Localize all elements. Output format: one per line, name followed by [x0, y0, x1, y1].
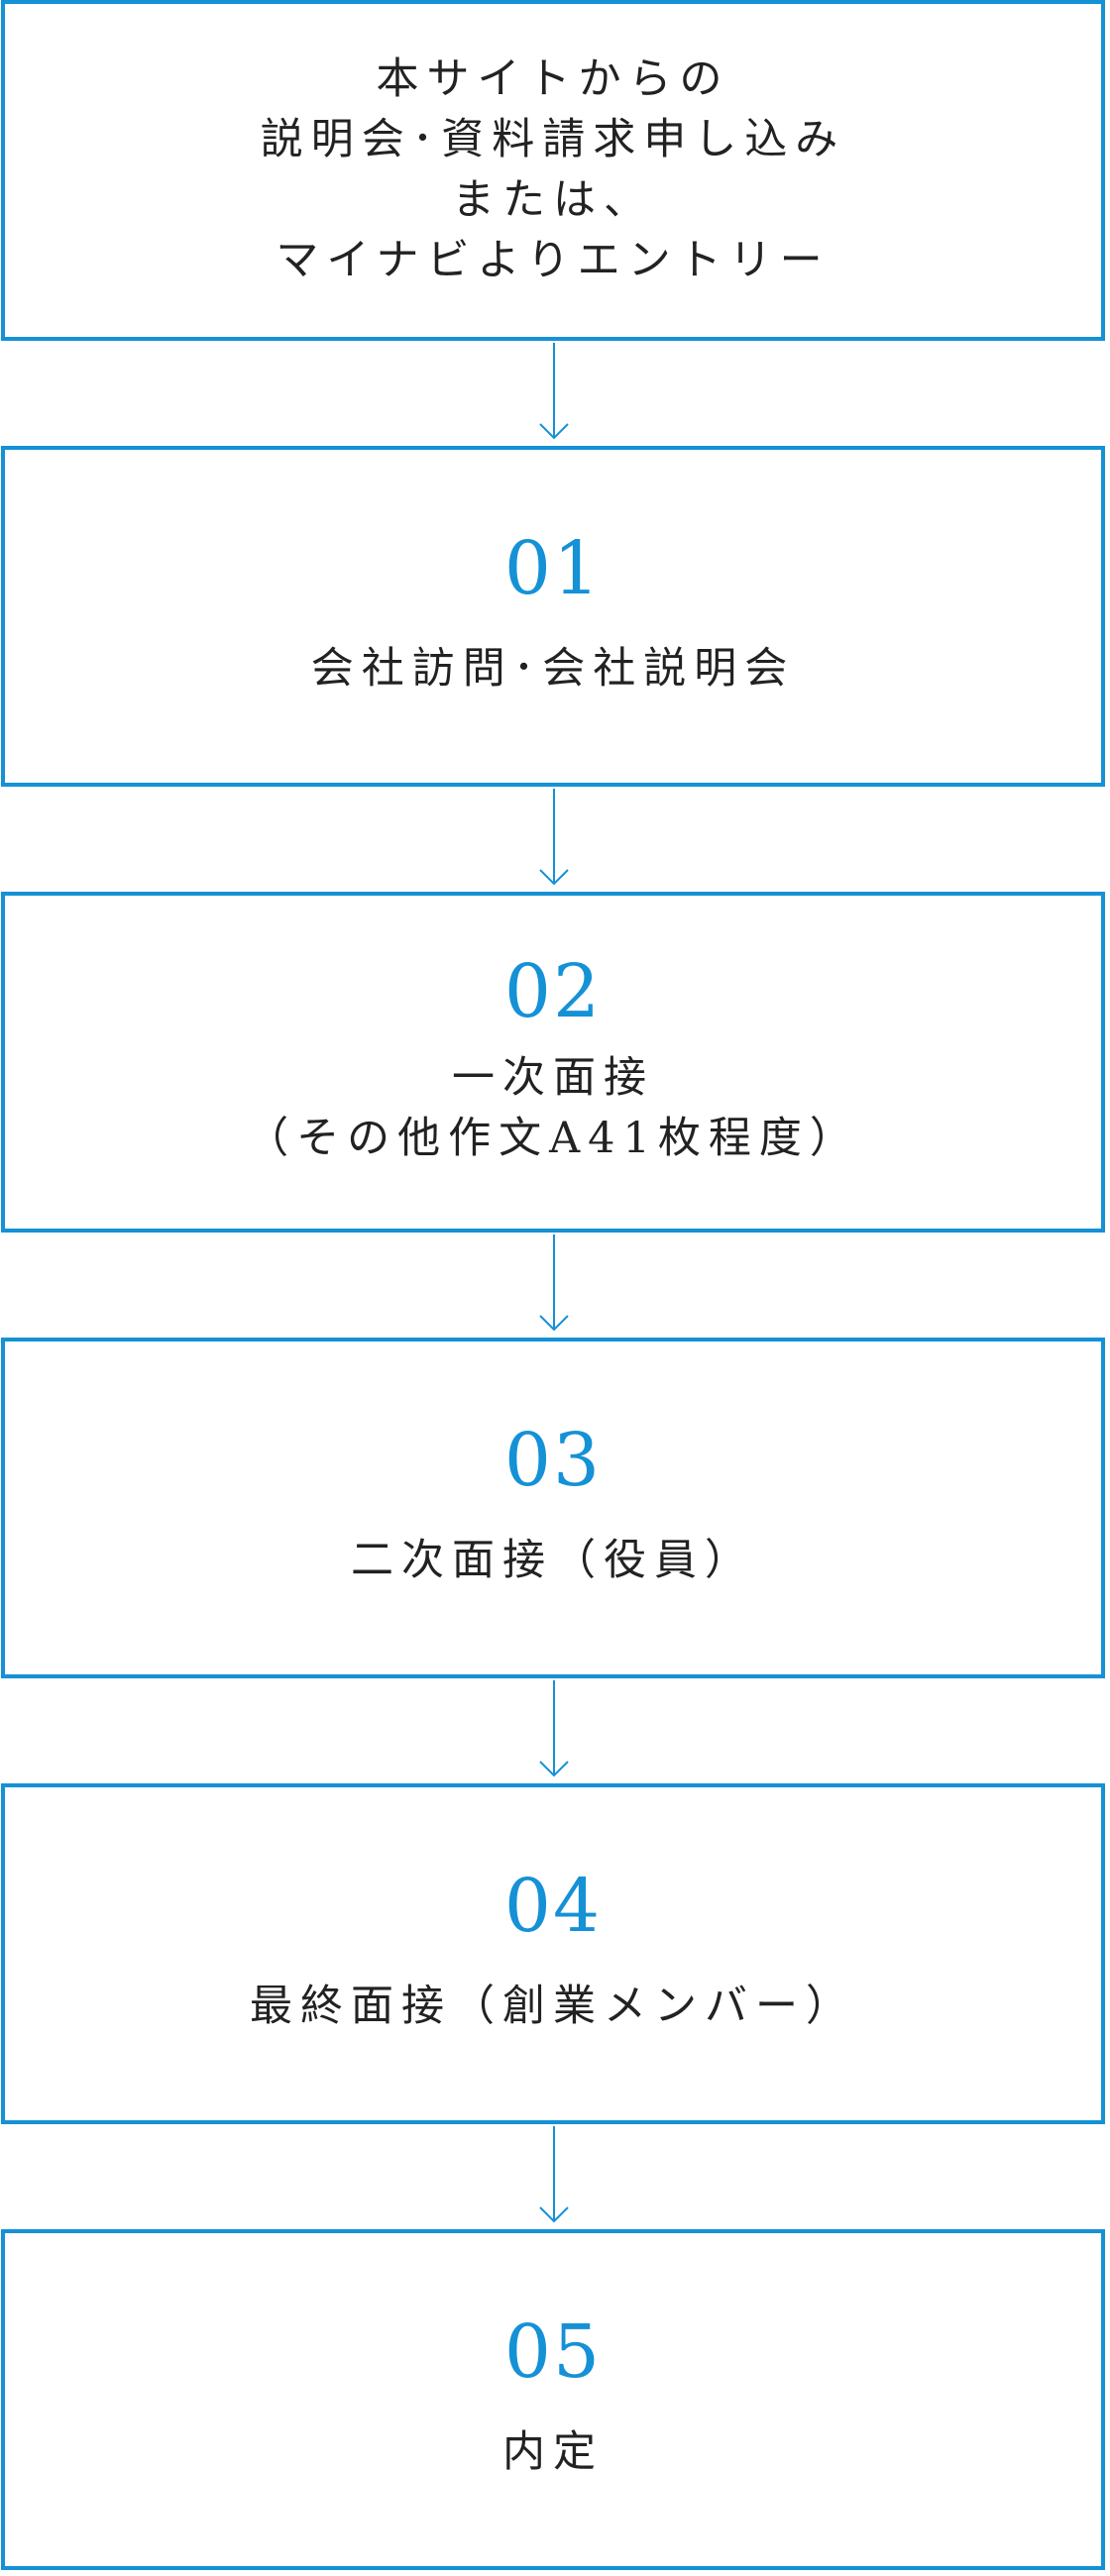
step-number: 02 [503, 948, 603, 1034]
arrow-down-icon [538, 1680, 570, 1783]
entry-line: または、 [452, 175, 654, 225]
step-label: 会社訪問･会社説明会 [311, 639, 796, 699]
arrow-down-icon [538, 789, 570, 892]
step-03: 03 二次面接（役員） [1, 1338, 1105, 1678]
entry-step-text: 本サイトからの 説明会･資料請求申し込み または、 マイナビよりエントリー [261, 50, 846, 291]
step-number: 04 [503, 1864, 603, 1950]
arrow-down-icon [538, 1234, 570, 1338]
step-label-line: 内定 [502, 2427, 604, 2478]
arrow-down-icon [538, 2126, 570, 2229]
step-label: 一次面接 （その他作文A41枚程度） [246, 1048, 860, 1169]
step-number: 05 [503, 2309, 603, 2396]
entry-line: 説明会･資料請求申し込み [260, 114, 846, 164]
step-label: 最終面接（創業メンバー） [250, 1977, 856, 2037]
step-label-line: 一次面接 [452, 1052, 654, 1103]
step-label-line: 会社訪問･会社説明会 [310, 644, 796, 695]
step-label-line: 二次面接（役員） [351, 1536, 755, 1586]
step-label: 二次面接（役員） [351, 1531, 755, 1591]
step-02: 02 一次面接 （その他作文A41枚程度） [1, 892, 1105, 1233]
step-label-line: 最終面接（創業メンバー） [250, 1982, 856, 2032]
arrow-down-icon [538, 343, 570, 446]
step-04: 04 最終面接（創業メンバー） [1, 1783, 1105, 2124]
step-01: 01 会社訪問･会社説明会 [1, 446, 1105, 787]
step-05: 05 内定 [1, 2229, 1105, 2570]
entry-step: 本サイトからの 説明会･資料請求申し込み または、 マイナビよりエントリー [1, 0, 1105, 341]
step-number: 03 [503, 1418, 603, 1504]
entry-line: 本サイトからの [376, 54, 730, 104]
entry-line: マイナビよりエントリー [276, 236, 831, 286]
step-label: 内定 [502, 2422, 604, 2483]
step-label-line: （その他作文A41枚程度） [246, 1114, 860, 1163]
step-number: 01 [503, 526, 603, 612]
